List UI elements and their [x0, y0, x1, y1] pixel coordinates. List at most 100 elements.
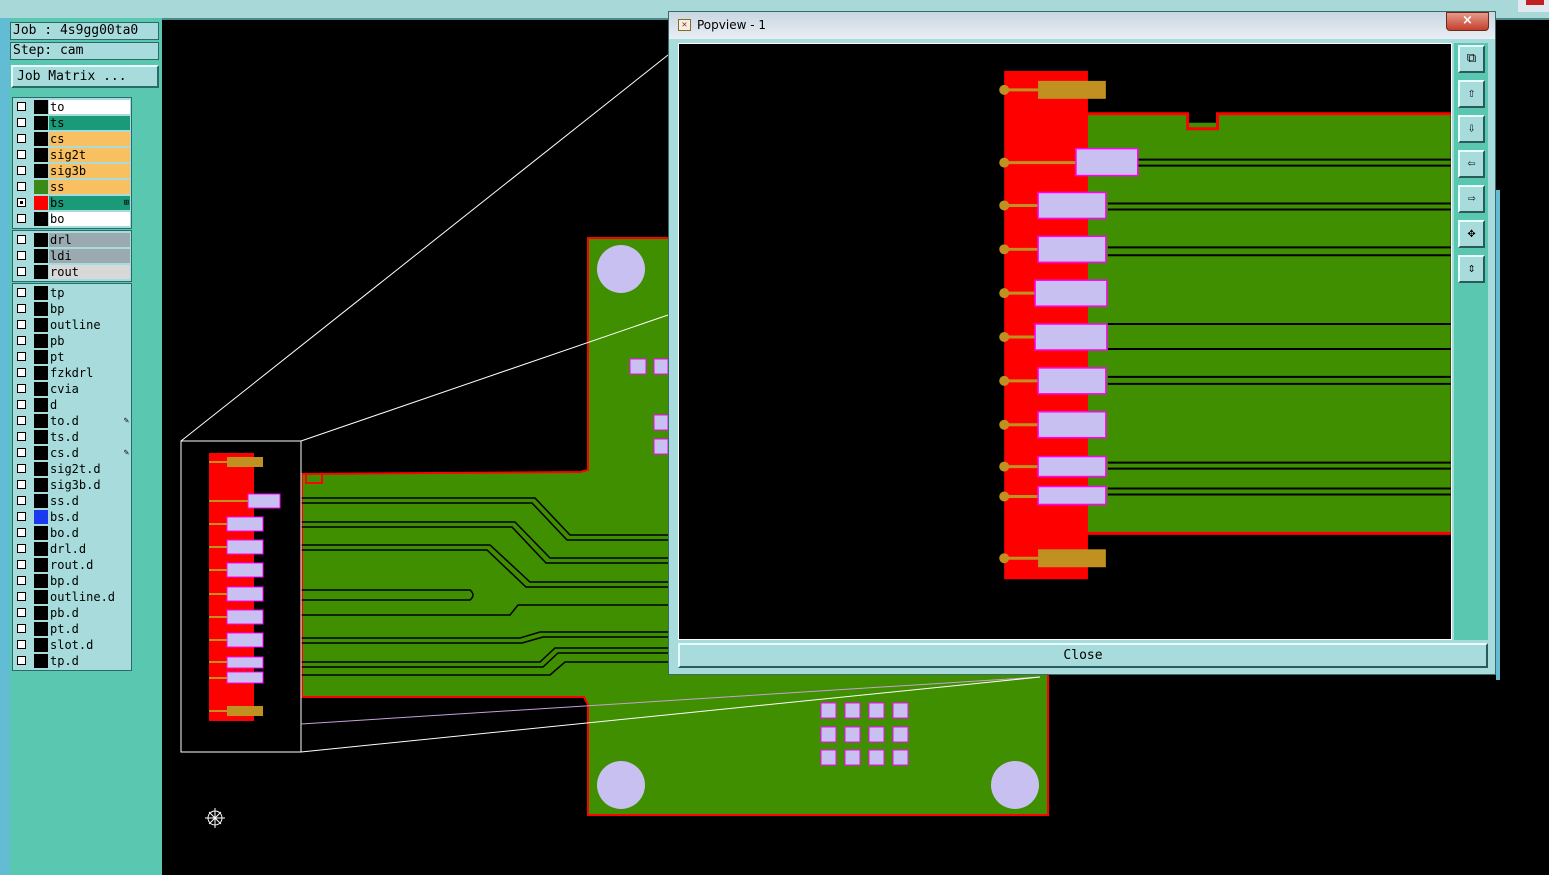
layer-name[interactable]: sig2t.d — [49, 462, 130, 476]
layer-color-swatch[interactable] — [34, 574, 48, 588]
layer-checkbox[interactable] — [17, 150, 26, 159]
layer-name[interactable]: bs⊞ — [49, 196, 130, 210]
layer-color-swatch[interactable] — [34, 116, 48, 130]
layer-checkbox[interactable] — [17, 448, 26, 457]
layer-row-rout[interactable]: rout — [13, 264, 131, 280]
layer-name[interactable]: bo — [49, 212, 130, 226]
layer-row-ss[interactable]: ss — [13, 179, 131, 195]
layer-name[interactable]: drl — [49, 233, 130, 247]
layer-name[interactable]: tp.d — [49, 654, 130, 668]
layer-name[interactable]: to.d✎ — [49, 414, 130, 428]
zoom-vertical-icon[interactable]: ⇕ — [1458, 255, 1485, 283]
layer-color-swatch[interactable] — [34, 233, 48, 247]
layer-color-swatch[interactable] — [34, 212, 48, 226]
window-close-button[interactable]: × — [1446, 12, 1489, 31]
layer-name[interactable]: slot.d — [49, 638, 130, 652]
layer-row-ldi[interactable]: ldi — [13, 248, 131, 264]
layer-color-swatch[interactable] — [34, 558, 48, 572]
layer-name[interactable]: tp — [49, 286, 130, 300]
layer-checkbox[interactable] — [17, 182, 26, 191]
layer-checkbox[interactable] — [17, 560, 26, 569]
layer-checkbox[interactable] — [17, 640, 26, 649]
layer-color-swatch[interactable] — [34, 494, 48, 508]
layer-row-cs-d[interactable]: cs.d✎ — [13, 445, 131, 461]
layer-color-swatch[interactable] — [34, 196, 48, 210]
layer-checkbox[interactable] — [17, 416, 26, 425]
layer-color-swatch[interactable] — [34, 350, 48, 364]
layer-checkbox[interactable] — [17, 368, 26, 377]
layer-color-swatch[interactable] — [34, 398, 48, 412]
layer-checkbox[interactable] — [17, 432, 26, 441]
pan-right-icon[interactable]: ⇨ — [1458, 185, 1485, 213]
layer-checkbox[interactable] — [17, 336, 26, 345]
layer-checkbox[interactable] — [17, 214, 26, 223]
layer-name[interactable]: bp.d — [49, 574, 130, 588]
layer-checkbox[interactable] — [17, 251, 26, 260]
layer-checkbox[interactable] — [17, 235, 26, 244]
layer-row-ts-d[interactable]: ts.d — [13, 429, 131, 445]
window-corner-control[interactable] — [1518, 0, 1549, 12]
layer-color-swatch[interactable] — [34, 590, 48, 604]
layer-row-drl[interactable]: drl — [13, 232, 131, 248]
layer-checkbox[interactable] — [17, 592, 26, 601]
layer-color-swatch[interactable] — [34, 132, 48, 146]
job-matrix-button[interactable]: Job Matrix ... — [11, 65, 159, 88]
layer-color-swatch[interactable] — [34, 510, 48, 524]
pan-up-icon[interactable]: ⇧ — [1458, 80, 1485, 108]
zoom-window-icon[interactable]: ⧉ — [1458, 45, 1485, 73]
layer-name[interactable]: ss.d — [49, 494, 130, 508]
layer-color-swatch[interactable] — [34, 414, 48, 428]
layer-row-tp[interactable]: tp — [13, 285, 131, 301]
layer-name[interactable]: cs.d✎ — [49, 446, 130, 460]
layer-name[interactable]: to — [49, 100, 130, 114]
layer-row-drl-d[interactable]: drl.d — [13, 541, 131, 557]
pan-down-icon[interactable]: ⇩ — [1458, 115, 1485, 143]
layer-row-sig2t[interactable]: sig2t — [13, 147, 131, 163]
layer-color-swatch[interactable] — [34, 382, 48, 396]
layer-name[interactable]: bo.d — [49, 526, 130, 540]
layer-checkbox[interactable] — [17, 624, 26, 633]
layer-checkbox[interactable] — [17, 400, 26, 409]
layer-color-swatch[interactable] — [34, 334, 48, 348]
layer-row-bs-d[interactable]: bs.d — [13, 509, 131, 525]
layer-name[interactable]: ts.d — [49, 430, 130, 444]
layer-row-rout-d[interactable]: rout.d — [13, 557, 131, 573]
layer-row-fzkdrl[interactable]: fzkdrl — [13, 365, 131, 381]
layer-row-tp-d[interactable]: tp.d — [13, 653, 131, 669]
layer-name[interactable]: cs — [49, 132, 130, 146]
pan-left-icon[interactable]: ⇦ — [1458, 150, 1485, 178]
layer-row-to-d[interactable]: to.d✎ — [13, 413, 131, 429]
layer-color-swatch[interactable] — [34, 446, 48, 460]
layer-color-swatch[interactable] — [34, 478, 48, 492]
layer-checkbox[interactable] — [17, 576, 26, 585]
layer-checkbox[interactable] — [17, 320, 26, 329]
layer-row-pt[interactable]: pt — [13, 349, 131, 365]
layer-name[interactable]: d — [49, 398, 130, 412]
layer-checkbox[interactable] — [17, 288, 26, 297]
layer-row-pb-d[interactable]: pb.d — [13, 605, 131, 621]
layer-checkbox[interactable] — [17, 528, 26, 537]
layer-checkbox[interactable] — [17, 464, 26, 473]
layer-row-bp[interactable]: bp — [13, 301, 131, 317]
layer-name[interactable]: sig3b — [49, 164, 130, 178]
layer-row-outline-d[interactable]: outline.d — [13, 589, 131, 605]
layer-color-swatch[interactable] — [34, 526, 48, 540]
layer-color-swatch[interactable] — [34, 366, 48, 380]
layer-row-bo[interactable]: bo — [13, 211, 131, 227]
layer-color-swatch[interactable] — [34, 462, 48, 476]
layer-checkbox[interactable] — [17, 656, 26, 665]
layer-name[interactable]: bp — [49, 302, 130, 316]
layer-row-slot-d[interactable]: slot.d — [13, 637, 131, 653]
layer-color-swatch[interactable] — [34, 302, 48, 316]
layer-color-swatch[interactable] — [34, 622, 48, 636]
layer-name[interactable]: outline.d — [49, 590, 130, 604]
layer-name[interactable]: ldi — [49, 249, 130, 263]
layer-row-bp-d[interactable]: bp.d — [13, 573, 131, 589]
popview-graphics[interactable] — [678, 43, 1452, 640]
close-button[interactable]: Close — [678, 643, 1488, 668]
layer-checkbox[interactable] — [17, 118, 26, 127]
layer-color-swatch[interactable] — [34, 249, 48, 263]
layer-name[interactable]: bs.d — [49, 510, 130, 524]
layer-row-cvia[interactable]: cvia — [13, 381, 131, 397]
zoom-fit-icon[interactable]: ✥ — [1458, 220, 1485, 248]
